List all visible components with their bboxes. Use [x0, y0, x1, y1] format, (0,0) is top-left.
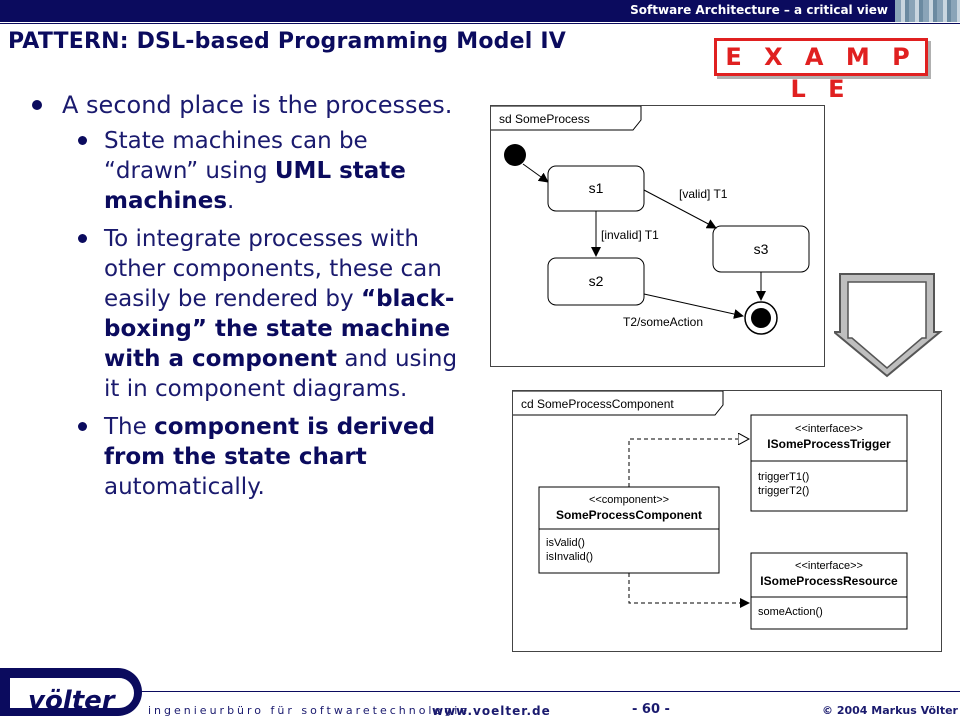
resource-op: someAction()	[758, 606, 823, 618]
logo-text: völter	[28, 686, 115, 716]
bullet-dot-icon	[78, 422, 87, 431]
bullet-bold-text: UML state machines	[104, 158, 406, 214]
initial-transition	[522, 163, 549, 183]
state-machine-canvas: sd SomeProcess s1 s2 s3 [invalid] T1 [va…	[491, 105, 810, 335]
bullet-text: The	[104, 414, 155, 440]
state-s2-label: s2	[589, 273, 604, 289]
transition-action	[643, 293, 744, 319]
example-badge: E X A M P L E	[714, 38, 928, 103]
bullet-bold-text: “black-boxing” the state machine with a …	[104, 286, 455, 372]
transition-invalid-label: [invalid] T1	[601, 228, 659, 242]
bullet-level1: A second place is the processes.	[30, 90, 480, 120]
frame-tab	[513, 390, 724, 416]
realization-link	[628, 439, 749, 487]
frame-tab	[491, 105, 642, 131]
trigger-op: triggerT1()	[758, 471, 809, 483]
state-s3-label: s3	[754, 241, 769, 257]
bullet-level2: The component is derived from the state …	[30, 412, 450, 502]
component-op: isValid()	[546, 537, 585, 549]
slide-title: PATTERN: DSL-based Programming Model IV	[8, 29, 566, 54]
bullet-level2: To integrate processes with other compon…	[30, 224, 470, 404]
slide-content: A second place is the processes. State m…	[30, 90, 480, 502]
presentation-title: Software Architecture – a critical view	[630, 3, 888, 17]
transition-action-label: T2/someAction	[623, 315, 703, 329]
bullet-dot-icon	[32, 100, 42, 110]
company-logo: völter	[0, 668, 142, 716]
trigger-name: ISomeProcessTrigger	[767, 437, 891, 451]
footer: völter ingenieurbüro für softwaretechnol…	[0, 664, 960, 720]
state-s1-label: s1	[589, 180, 604, 196]
bullet-text: automatically.	[104, 474, 265, 500]
bullet-text: To integrate processes with other compon…	[104, 226, 442, 312]
trigger-stereotype: <<interface>>	[795, 423, 863, 435]
bullet-level2: State machines can be “drawn” using UML …	[30, 126, 420, 216]
frame-label: sd SomeProcess	[499, 112, 590, 126]
top-divider	[0, 23, 960, 24]
component-canvas: cd SomeProcessComponent <<interface>> IS…	[513, 390, 908, 630]
component-box	[538, 486, 720, 574]
footer-copyright: © 2004 Markus Völter	[822, 704, 958, 717]
footer-url[interactable]: www.voelter.de	[432, 704, 551, 718]
trigger-op: triggerT2()	[758, 485, 809, 497]
bullet-bold-text: component is derived from the state char…	[104, 414, 436, 470]
transition-valid-label: [valid] T1	[679, 187, 728, 201]
interface-trigger	[750, 414, 908, 512]
page-number: - 60 -	[632, 702, 670, 717]
bullet-dot-icon	[78, 136, 87, 145]
resource-name: ISomeProcessResource	[760, 574, 898, 588]
component-name: SomeProcessComponent	[556, 508, 702, 522]
footer-company: ingenieurbüro für softwaretechnologie	[148, 704, 471, 717]
component-diagram: cd SomeProcessComponent <<interface>> IS…	[512, 390, 942, 652]
footer-divider	[0, 691, 960, 692]
component-op: isInvalid()	[546, 551, 593, 563]
transition-valid	[643, 189, 717, 229]
frame-label: cd SomeProcessComponent	[521, 397, 674, 411]
dependency-link	[628, 573, 750, 608]
top-banner-band	[0, 0, 895, 22]
bullet-text: State machines can be “drawn” using	[104, 128, 368, 184]
bullet-text: and using it in component diagrams.	[104, 346, 458, 402]
component-stereotype: <<component>>	[589, 494, 669, 506]
state-machine-diagram: sd SomeProcess s1 s2 s3 [invalid] T1 [va…	[490, 105, 825, 367]
top-banner: Software Architecture – a critical view	[0, 0, 960, 24]
bullet-text: .	[227, 188, 235, 214]
state-s2	[547, 257, 645, 306]
resource-stereotype: <<interface>>	[795, 560, 863, 572]
initial-state	[504, 144, 526, 166]
banner-image	[895, 0, 960, 22]
bullet-dot-icon	[78, 234, 87, 243]
final-state-core	[751, 308, 771, 328]
interface-resource	[750, 552, 908, 630]
down-arrow-icon	[831, 272, 944, 382]
bullet-text: A second place is the processes.	[62, 91, 453, 119]
